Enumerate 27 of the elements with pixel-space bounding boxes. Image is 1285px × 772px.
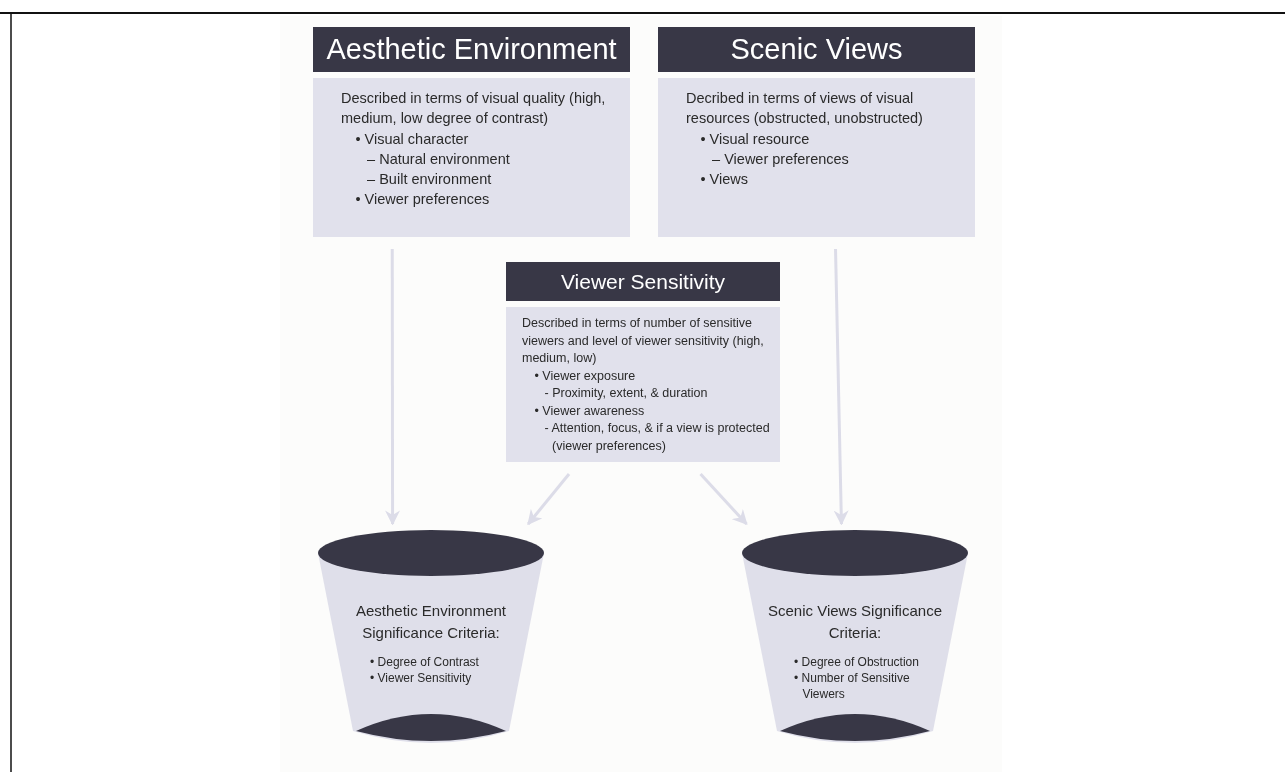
bucket-title: Scenic Views Significance Criteria:	[767, 601, 943, 643]
list-item: • Visual character	[354, 129, 470, 149]
list-item: - Attention, focus, & if a view is protected (viewer preferences)	[543, 420, 771, 455]
box-heading: Scenic Views	[658, 27, 975, 72]
description-text: Decribed in terms of views of visual resources (obstructed, unobstructed)	[686, 89, 924, 129]
list-item: • Degree of Obstruction	[794, 654, 920, 671]
list-item: • Viewer awareness	[533, 402, 646, 420]
list-item: – Built environment	[366, 170, 493, 190]
list-item: • Viewer Sensitivity	[370, 670, 473, 687]
list-item: • Visual resource	[699, 129, 811, 149]
list-item: • Viewer exposure	[533, 367, 637, 385]
list-item: • Degree of Contrast	[370, 654, 480, 671]
arrow	[527, 473, 571, 526]
description-text: Described in terms of visual quality (high, medium, low degree of contrast)	[341, 89, 607, 129]
box-heading: Viewer Sensitivity	[506, 262, 780, 301]
list-item: – Natural environment	[366, 149, 511, 169]
box-heading: Aesthetic Environment	[313, 27, 630, 72]
arrow	[699, 473, 748, 526]
list-item: • Viewer preferences	[354, 190, 491, 210]
arrow	[385, 249, 401, 526]
list-item: – Viewer preferences	[711, 149, 850, 169]
arrow	[833, 248, 849, 526]
bucket-title: Aesthetic Environment Significance Criteria:	[354, 601, 508, 643]
description-text: Described in terms of number of sensitive viewers and level of viewer sensitivity (high, medium, low)	[522, 315, 765, 367]
list-item: • Number of Sensitive Viewers	[794, 670, 911, 703]
list-item: - Proximity, extent, & duration	[543, 385, 709, 402]
list-item: • Views	[699, 170, 750, 190]
